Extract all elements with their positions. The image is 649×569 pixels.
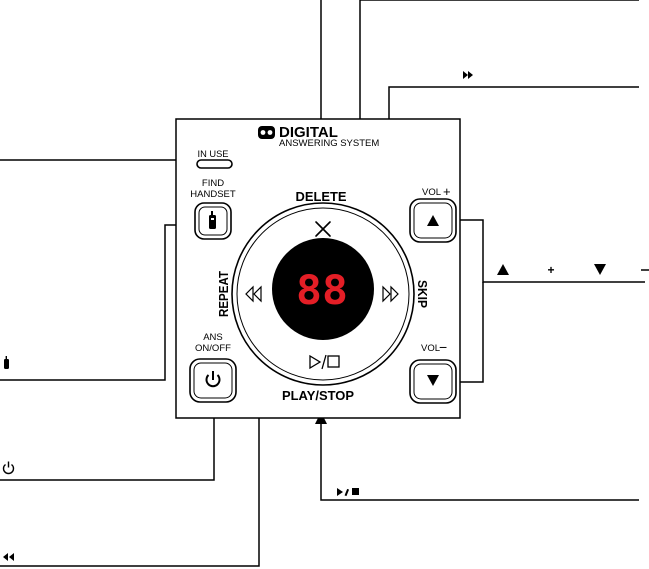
vol-down-sign: − — [439, 339, 447, 355]
x-icon — [315, 221, 331, 237]
fast-forward-icon — [463, 71, 473, 79]
in-use-label: IN USE — [198, 149, 229, 160]
play-stop-button[interactable] — [309, 354, 340, 370]
fast-forward-icon — [382, 285, 399, 303]
header: DIGITAL ANSWERING SYSTEM — [258, 124, 379, 149]
brand-subtitle: ANSWERING SYSTEM — [279, 138, 379, 149]
vol-up-button[interactable] — [409, 198, 457, 243]
rewind-icon — [245, 285, 262, 303]
callout-find-handset-line — [0, 224, 192, 381]
volume-icons: + — [497, 263, 649, 277]
skip-button[interactable] — [382, 285, 399, 303]
vol-plus-sign: + — [547, 263, 554, 277]
rewind-icon — [3, 553, 14, 561]
in-use-led — [196, 159, 233, 169]
triangle-down-icon — [427, 375, 439, 386]
ans-label-2: ON/OFF — [195, 343, 231, 354]
ans-on-off-button[interactable] — [189, 358, 237, 403]
play-stop-label: PLAY/STOP — [282, 388, 354, 403]
tape-icon — [258, 126, 275, 139]
find-handset-label-1: FIND — [202, 178, 224, 189]
repeat-label: REPEAT — [216, 271, 231, 317]
callout-ans-line — [0, 400, 215, 481]
callout-play-stop-line — [320, 422, 639, 501]
vol-up-label: VOL — [422, 187, 441, 198]
find-handset-label-2: HANDSET — [190, 189, 236, 200]
repeat-button[interactable] — [245, 285, 262, 303]
delete-label: DELETE — [296, 189, 347, 204]
message-display: 88 — [272, 238, 374, 340]
brand-title: DIGITAL — [279, 124, 338, 141]
power-icon — [205, 371, 221, 388]
message-count: 88 — [296, 268, 348, 314]
callout-vol-up-line — [457, 219, 645, 283]
power-icon — [2, 461, 15, 475]
vol-up-sign: + — [443, 184, 451, 199]
skip-label: SKIP — [415, 280, 430, 308]
vol-down-button[interactable] — [409, 359, 457, 404]
play-stop-icon — [337, 488, 359, 497]
delete-button[interactable] — [315, 221, 331, 237]
play-stop-icon — [309, 354, 340, 370]
handset-icon — [4, 356, 9, 369]
triangle-up-icon — [497, 264, 509, 275]
callout-vol-down-line — [457, 282, 484, 383]
triangle-up-icon — [427, 215, 439, 226]
find-handset-button[interactable] — [194, 202, 232, 240]
triangle-down-icon — [594, 264, 606, 275]
ans-label-1: ANS — [203, 332, 223, 343]
handset-icon — [209, 211, 216, 229]
vol-down-label: VOL — [421, 343, 440, 354]
